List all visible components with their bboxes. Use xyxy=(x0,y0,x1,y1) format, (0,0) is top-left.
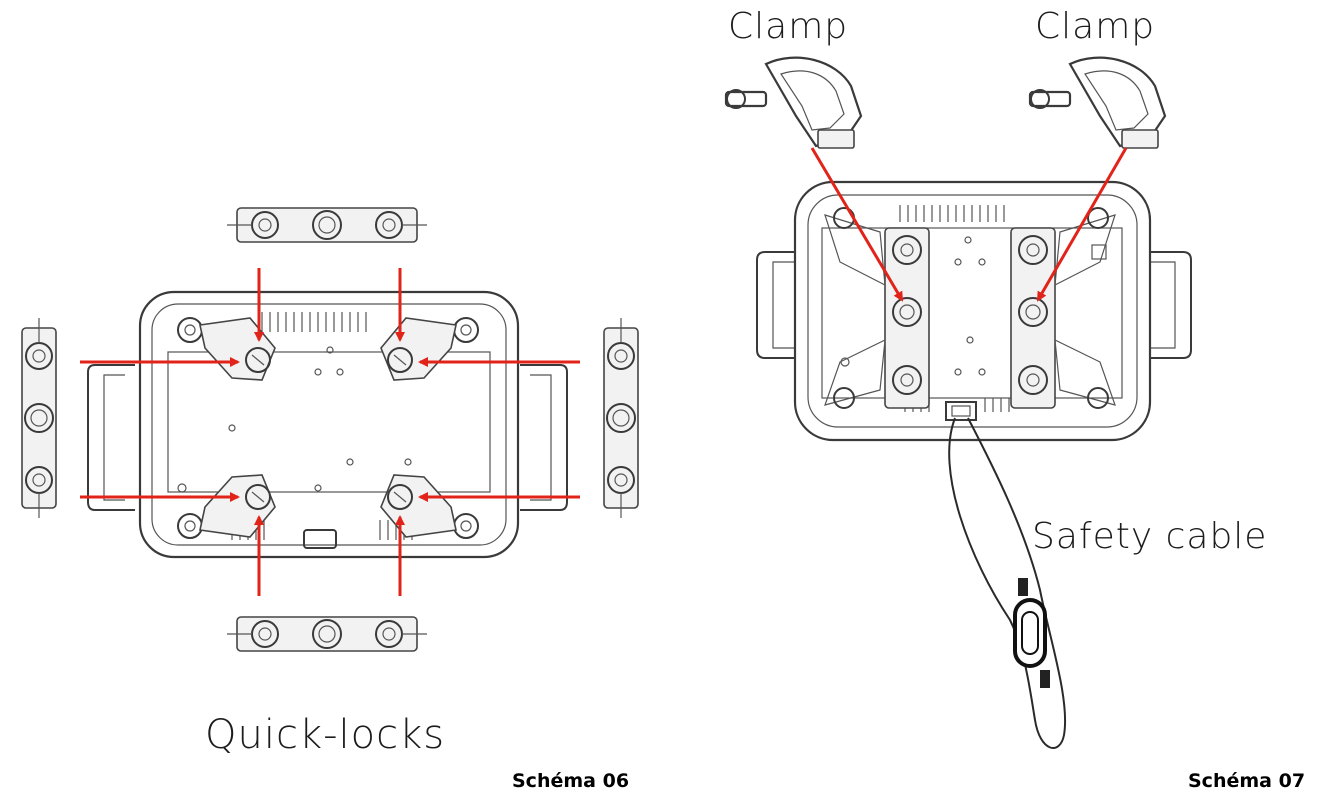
clamp-label-left: Clamp xyxy=(728,6,849,47)
schema-07-caption: Schéma 07 xyxy=(1188,770,1306,792)
arrows-schema-07 xyxy=(810,147,1128,302)
schema-06-caption: Schéma 06 xyxy=(512,770,630,792)
clamp-label-right: Clamp xyxy=(1035,6,1156,47)
quick-locks-label: Quick-locks xyxy=(205,712,446,758)
vents-top-07 xyxy=(899,205,1005,222)
vents-top xyxy=(261,312,367,332)
schema-07-drawing xyxy=(724,56,1192,749)
schema-06-drawing xyxy=(21,207,639,652)
safety-cable-label: Safety cable xyxy=(1032,516,1268,557)
arrows-schema-06 xyxy=(80,268,580,596)
